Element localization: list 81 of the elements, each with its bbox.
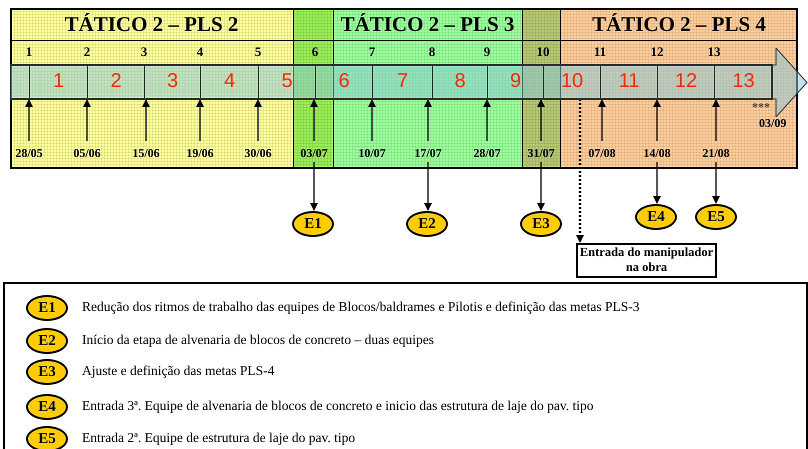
event-ellipse: E3 bbox=[26, 359, 68, 385]
arrow bbox=[310, 162, 318, 211]
timeline-cell: 2 bbox=[87, 65, 144, 98]
timeline-cell: 10 bbox=[543, 65, 600, 98]
event-description: Entrada 3ª. Equipe de alvenaria de blocos de concreto e inicio das estrutura de laje do pav. tipo bbox=[82, 398, 594, 414]
date-label: 10/07 bbox=[347, 146, 397, 161]
date-label: 15/06 bbox=[121, 146, 171, 161]
arrow bbox=[653, 99, 661, 141]
week-number: 1 bbox=[24, 44, 34, 60]
arrow bbox=[142, 99, 150, 141]
week-number: 3 bbox=[140, 44, 148, 60]
event-description: Redução dos ritmos de trabalho das equipes de Blocos/baldrames e Pilotis e definição das metas PLS-3 bbox=[82, 299, 640, 315]
date-label: 17/07 bbox=[403, 146, 453, 161]
arrow bbox=[424, 99, 432, 141]
event-ellipse: E4 bbox=[26, 394, 68, 420]
event-ellipse: E5 bbox=[695, 204, 737, 230]
phase-header: TÁTICO 2 – PLS 2 bbox=[10, 8, 293, 40]
phase-header: TÁTICO 2 – PLS 3 bbox=[333, 8, 522, 40]
arrow bbox=[537, 162, 545, 211]
week-number: 6 bbox=[310, 44, 320, 60]
event-ellipse: E1 bbox=[292, 211, 334, 237]
week-number: 10 bbox=[536, 44, 550, 60]
event-description: Entrada 2ª. Equipe de estrutura de laje do pav. tipo bbox=[82, 430, 356, 446]
timeline-cell: 4 bbox=[200, 65, 258, 98]
event-description: Ajuste e definição das metas PLS-4 bbox=[82, 363, 274, 379]
arrow bbox=[712, 99, 720, 141]
week-number: 12 bbox=[650, 44, 664, 60]
timeline-cell: 1 bbox=[29, 65, 87, 98]
timeline-cell: 7 bbox=[372, 65, 432, 98]
event-ellipse: E1 bbox=[26, 295, 68, 321]
phase-header: TÁTICO 2 – PLS 4 bbox=[560, 8, 798, 40]
arrow bbox=[483, 99, 491, 141]
arrow bbox=[25, 99, 33, 141]
arrow bbox=[424, 162, 432, 211]
date-label: 28/07 bbox=[462, 146, 512, 161]
event-ellipse: E3 bbox=[520, 211, 562, 237]
arrow bbox=[537, 99, 545, 141]
date-label: 03/09 bbox=[759, 116, 786, 131]
week-number: 5 bbox=[254, 44, 262, 60]
event-ellipse: E2 bbox=[406, 211, 448, 237]
date-label: 28/05 bbox=[4, 146, 54, 161]
legend-panel bbox=[3, 282, 808, 449]
arrow bbox=[196, 99, 204, 141]
arrow bbox=[598, 99, 606, 141]
week-number: 13 bbox=[706, 44, 722, 60]
arrow bbox=[254, 99, 262, 141]
date-label: 07/08 bbox=[577, 146, 627, 161]
timeline-cell: 13 bbox=[714, 65, 772, 98]
arrow bbox=[653, 162, 661, 204]
timeline-cell: 5 bbox=[258, 65, 315, 98]
asterisk-note: *** bbox=[752, 100, 770, 115]
date-label: 14/08 bbox=[632, 146, 682, 161]
week-number: 11 bbox=[592, 44, 608, 60]
date-label: 30/06 bbox=[233, 146, 283, 161]
timeline-cell: 8 bbox=[432, 65, 487, 98]
dotted-arrow bbox=[576, 99, 584, 243]
week-number: 8 bbox=[428, 44, 436, 60]
date-label: 05/06 bbox=[62, 146, 112, 161]
timeline-arrow bbox=[10, 48, 808, 117]
arrow bbox=[368, 99, 376, 141]
date-label: 31/07 bbox=[516, 146, 566, 161]
timeline-cell: 11 bbox=[600, 65, 657, 98]
week-number: 7 bbox=[368, 44, 376, 60]
week-number: 2 bbox=[82, 44, 92, 60]
timeline-cell: 12 bbox=[657, 65, 714, 98]
arrow bbox=[712, 162, 720, 204]
date-label: 03/07 bbox=[289, 146, 339, 161]
timeline-cell: 3 bbox=[144, 65, 200, 98]
event-ellipse: E4 bbox=[635, 204, 677, 230]
week-number: 4 bbox=[196, 44, 204, 60]
week-number: 9 bbox=[482, 44, 492, 60]
date-label: 21/08 bbox=[691, 146, 741, 161]
event-ellipse: E2 bbox=[26, 328, 68, 354]
event-ellipse: E5 bbox=[26, 426, 68, 449]
note-box: Entrada do manipulador na obra bbox=[576, 243, 717, 278]
timeline-cell: 6 bbox=[315, 65, 372, 98]
date-label: 19/06 bbox=[175, 146, 225, 161]
arrow bbox=[83, 99, 91, 141]
arrow bbox=[310, 99, 318, 141]
timeline-cell: 9 bbox=[487, 65, 543, 98]
event-description: Início da etapa de alvenaria de blocos de concreto – duas equipes bbox=[82, 332, 434, 348]
